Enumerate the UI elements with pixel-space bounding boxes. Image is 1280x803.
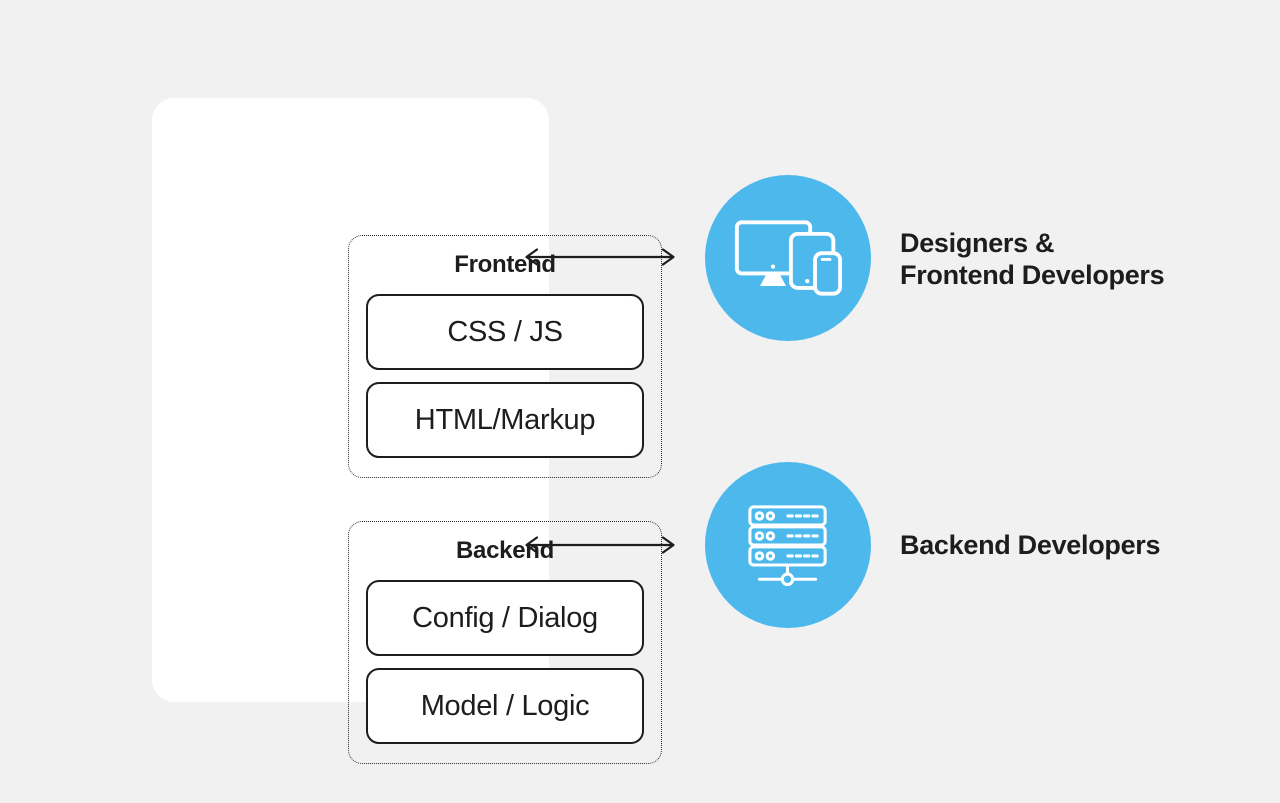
layer-box-label: Config / Dialog [412, 601, 598, 634]
group-title-frontend: Frontend [454, 251, 556, 278]
actor-label-frontend: Designers & Frontend Developers [900, 227, 1165, 291]
layer-box-label: Model / Logic [420, 689, 590, 722]
layer-box-config-dialog: Config / Dialog [366, 580, 644, 656]
layer-box-css-js: CSS / JS [366, 294, 644, 370]
actor-label-line: Designers & [900, 228, 1055, 258]
group-title-backend: Backend [456, 537, 554, 564]
actor-label-line: Frontend Developers [900, 260, 1165, 290]
devices-icon [734, 220, 843, 296]
server-icon [748, 505, 827, 587]
stack-panel: Frontend CSS / JS HTML/Markup Backend Co… [152, 98, 662, 764]
bidirectional-arrow-frontend [525, 248, 675, 266]
layer-box-html-markup: HTML/Markup [366, 382, 644, 458]
actor-label-line: Backend Developers [900, 530, 1161, 560]
actor-circle-frontend [705, 175, 871, 341]
layer-box-model-logic: Model / Logic [366, 668, 644, 744]
layer-group-backend: Backend Config / Dialog Model / Logic [348, 521, 662, 764]
actor-label-backend: Backend Developers [900, 529, 1161, 561]
actor-circle-backend [705, 462, 871, 628]
bidirectional-arrow-backend [525, 536, 675, 554]
layer-group-frontend: Frontend CSS / JS HTML/Markup [348, 235, 662, 478]
layer-box-label: HTML/Markup [414, 403, 596, 436]
layer-box-label: CSS / JS [447, 315, 563, 348]
